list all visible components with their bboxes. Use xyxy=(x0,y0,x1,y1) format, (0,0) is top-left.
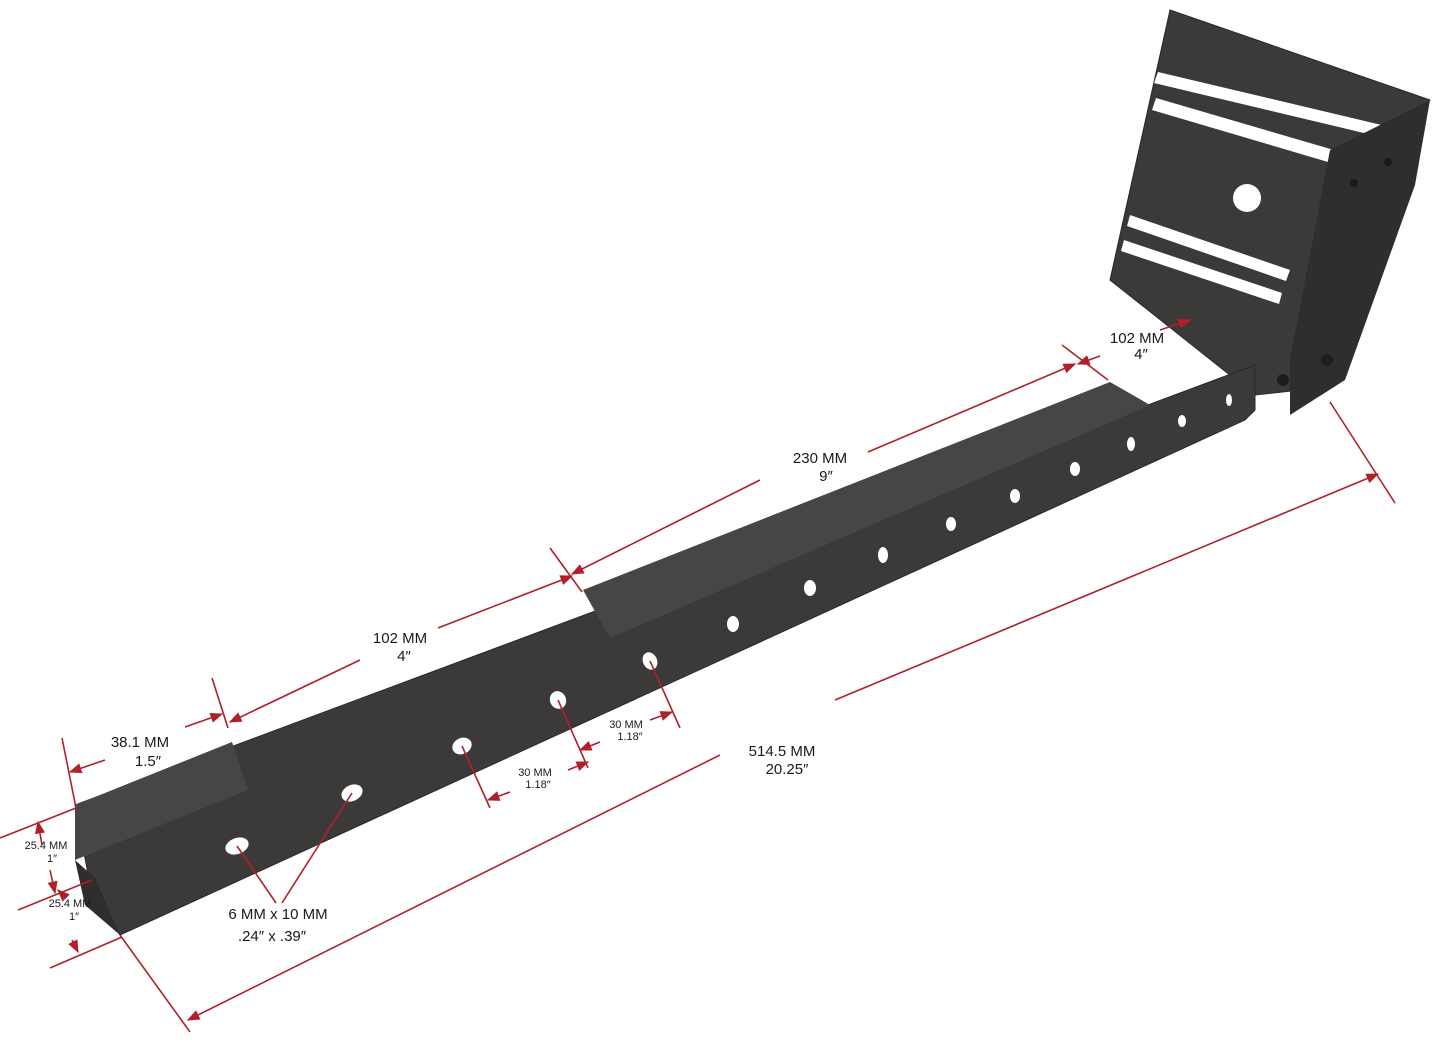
dim-label-metric: 30 MM xyxy=(609,719,643,731)
dimension-annotations: 38.1 MM 1.5″ 102 MM 4″ 230 MM 9″ 102 MM … xyxy=(0,318,1396,1033)
dim-label-imperial: 20.25″ xyxy=(766,761,810,778)
dim-label-metric: 25.4 MM xyxy=(25,840,68,852)
dim-label-imperial: 1.18″ xyxy=(617,731,642,743)
rail-web xyxy=(74,364,1256,936)
dim-label-imperial: 1.5″ xyxy=(135,753,162,770)
dim-label-metric: 25.4 MM xyxy=(49,898,92,910)
dim-label-metric: 102 MM xyxy=(1110,330,1164,347)
dim-label-metric: 514.5 MM xyxy=(749,743,816,760)
dim-label-imperial: 4″ xyxy=(397,648,411,665)
dim-gap-1: 102 MM 4″ xyxy=(228,547,583,723)
dim-label-metric: 102 MM xyxy=(373,630,427,647)
dim-flange-length: 38.1 MM 1.5″ xyxy=(61,677,229,809)
dim-gap-2: 102 MM 4″ xyxy=(1076,318,1192,365)
dim-label-imperial: .24″ x .39″ xyxy=(238,928,307,945)
plate-hole xyxy=(1233,184,1261,212)
end-bend xyxy=(75,860,120,935)
flange-left xyxy=(75,742,248,860)
dim-hole-spacing-b: 30 MM 1.18″ xyxy=(578,660,681,751)
dim-label-metric: 38.1 MM xyxy=(111,734,169,751)
plate-slots xyxy=(1121,72,1390,304)
dim-height-top: 25.4 MM 1″ xyxy=(0,807,93,911)
upright-side-flange xyxy=(1290,100,1430,415)
dim-hole-size: 6 MM x 10 MM .24″ x .39″ xyxy=(228,792,353,945)
dim-hole-spacing-a: 30 MM 1.18″ xyxy=(461,699,590,809)
dim-label-imperial: 4″ xyxy=(1134,346,1148,363)
dim-middle-flange: 230 MM 9″ xyxy=(570,344,1109,575)
dim-label-metric: 30 MM xyxy=(518,767,552,779)
rail-holes xyxy=(225,394,1232,855)
dim-label-imperial: 1.18″ xyxy=(525,779,550,791)
dim-label-imperial: 1″ xyxy=(69,911,79,923)
dim-overall-length: 514.5 MM 20.25″ xyxy=(119,401,1396,1033)
dim-label-imperial: 1″ xyxy=(47,853,57,865)
dim-label-metric: 230 MM xyxy=(793,450,847,467)
dim-label-imperial: 9″ xyxy=(819,468,833,485)
dim-label-metric: 6 MM x 10 MM xyxy=(228,906,327,923)
bracket-part xyxy=(74,9,1431,936)
flange-middle xyxy=(583,382,1150,638)
dim-height-bottom: 25.4 MM 1″ xyxy=(49,889,123,969)
